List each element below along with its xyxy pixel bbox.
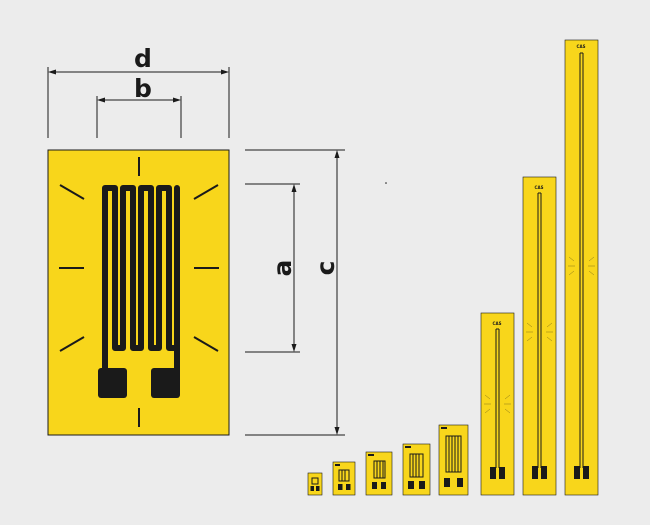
- dimension-a-arrow-top: [291, 184, 297, 192]
- gauge-8: CAS: [564, 39, 599, 496]
- gauge-6: CAS: [480, 312, 515, 496]
- dimension-c-label: c: [311, 261, 340, 276]
- gauge-1-tab-right: [316, 486, 320, 491]
- dimension-d-label: d: [134, 44, 152, 73]
- gauge-5: [438, 424, 469, 496]
- gauge-2-tag: [335, 464, 340, 466]
- gauge-7-tag: CAS: [535, 185, 544, 190]
- gauge-4: [402, 443, 431, 496]
- gauge-4-tab-left: [408, 481, 414, 489]
- gauge-8-tab-right: [583, 466, 589, 479]
- gauge-8-backing: [564, 39, 599, 496]
- dimension-c-arrow-top: [334, 150, 340, 158]
- gauge-5-tab-right: [457, 478, 463, 487]
- dimension-c: [245, 149, 345, 436]
- gauge-6-tab-right: [499, 467, 505, 479]
- dimension-c-arrow-bottom: [334, 427, 340, 435]
- gauge-8-alignment-marks: [568, 256, 595, 276]
- gauge-3-tab-right: [381, 482, 386, 489]
- gauge-grid-pattern: [102, 185, 180, 371]
- gauge-2-backing: [332, 461, 356, 496]
- dimension-a-arrow-bottom: [291, 344, 297, 352]
- dimension-b-arrow-left: [97, 97, 105, 103]
- alignment-marks: [59, 157, 219, 427]
- gauge-7-alignment-marks: [526, 322, 553, 342]
- solder-tab-right: [151, 368, 180, 398]
- alignment-mark-top-left: [59, 184, 85, 200]
- gauge-8-tab-left: [574, 466, 580, 479]
- gauge-6-tab-left: [490, 467, 496, 479]
- alignment-mark-bottom-left: [59, 336, 85, 352]
- dimension-d-arrow-right: [221, 69, 229, 75]
- stray-dot: [385, 182, 387, 184]
- dimension-d: [47, 67, 230, 138]
- gauge-8-tag: CAS: [577, 44, 586, 49]
- gauge-3-tag: [368, 454, 374, 456]
- gauge-7-tab-left: [532, 466, 538, 479]
- gauge-4-tab-right: [419, 481, 425, 489]
- gauge-5-tab-left: [444, 478, 450, 487]
- gauge-3-tab-left: [372, 482, 377, 489]
- gauge-1: [307, 472, 323, 496]
- gauge-1-tab-left: [310, 486, 314, 491]
- gauge-6-tag: CAS: [493, 321, 502, 326]
- dimension-b-label: b: [134, 74, 152, 103]
- dimension-a: [245, 183, 300, 353]
- solder-tab-left: [98, 368, 127, 398]
- large-strain-gauge: [47, 149, 230, 436]
- gauge-7-tab-right: [541, 466, 547, 479]
- dimension-a-label: a: [268, 260, 297, 277]
- gauge-4-tag: [405, 446, 411, 448]
- gauge-7: CAS: [522, 176, 557, 496]
- gauge-2-tab-left: [338, 484, 343, 490]
- gauge-1-grid: [311, 477, 319, 485]
- dimension-b-arrow-right: [173, 97, 181, 103]
- alignment-mark-top-right: [193, 184, 219, 200]
- gauge-2-grid: [338, 469, 350, 482]
- gauge-5-tag: [441, 427, 447, 429]
- gauge-6-alignment-marks: [484, 394, 511, 414]
- dimension-d-arrow-left: [48, 69, 56, 75]
- gauge-3-backing: [365, 451, 393, 496]
- gauge-7-backing: [522, 176, 557, 496]
- dimension-b: [96, 96, 182, 138]
- gauge-2-tab-right: [346, 484, 351, 490]
- gauge-5-backing: [438, 424, 469, 496]
- gauge-5-grid: [445, 435, 462, 473]
- gauge-2: [332, 461, 356, 496]
- gauge-3: [365, 451, 393, 496]
- alignment-mark-bottom-right: [193, 336, 219, 352]
